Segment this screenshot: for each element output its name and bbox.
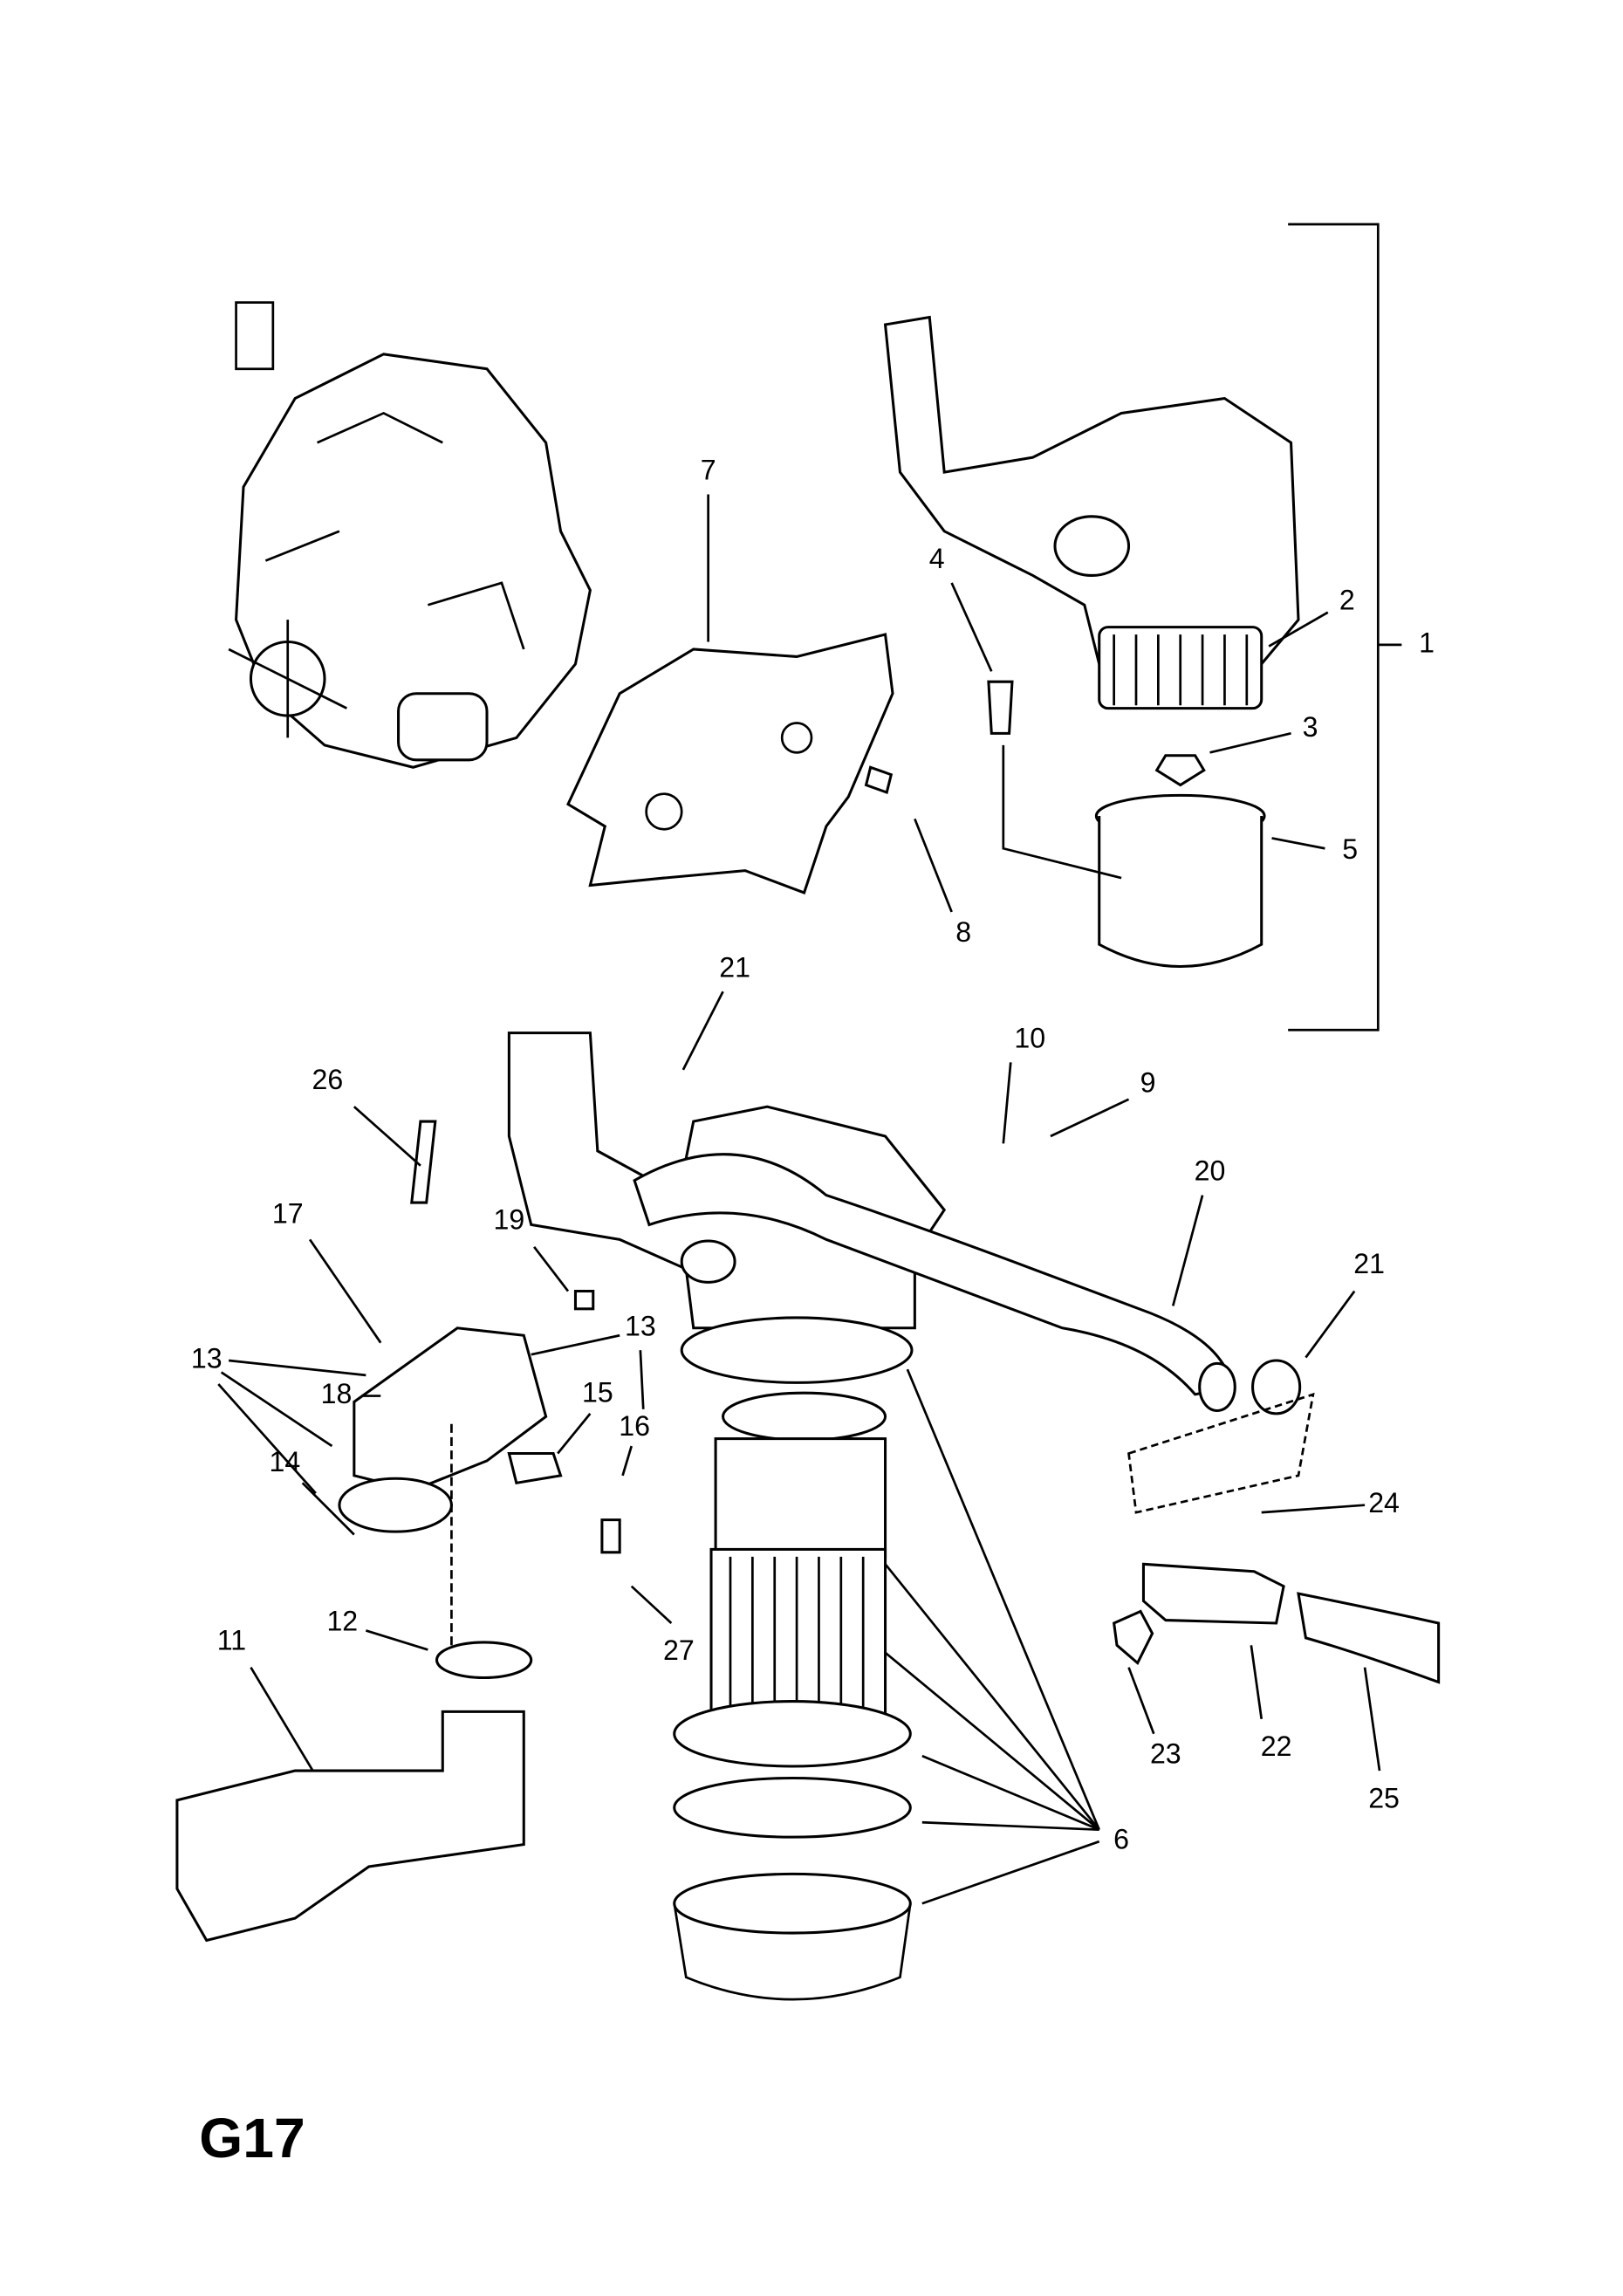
engine-illustration (228, 301, 592, 769)
callout-5: 5 (1342, 833, 1358, 865)
callout-21-top: 21 (719, 951, 750, 983)
callout-25: 25 (1368, 1782, 1400, 1813)
callout-18: 18 (321, 1378, 353, 1409)
callout-23: 23 (1150, 1738, 1181, 1770)
callout-20: 20 (1195, 1155, 1226, 1187)
callout-9: 9 (1140, 1066, 1156, 1098)
callout-labels: 1 2 3 4 5 6 7 8 9 10 11 12 13 13 14 15 1… (191, 455, 1435, 1855)
callout-19: 19 (494, 1204, 525, 1236)
callout-17: 17 (272, 1198, 304, 1230)
air-cleaner-assembly-exploded (507, 1031, 1302, 2001)
callout-4: 4 (929, 543, 945, 574)
callout-27: 27 (663, 1635, 695, 1666)
callout-2: 2 (1339, 584, 1355, 615)
callout-6: 6 (1113, 1824, 1129, 1855)
callout-22: 22 (1261, 1731, 1292, 1762)
callout-11: 11 (217, 1624, 246, 1655)
callout-3: 3 (1303, 711, 1318, 743)
air-cleaner-assembly-top (883, 315, 1300, 968)
callout-24: 24 (1368, 1487, 1400, 1518)
callout-12: 12 (326, 1605, 358, 1636)
callout-13-left: 13 (191, 1342, 223, 1374)
leader-lines (217, 494, 1381, 1905)
assembly-bracket (1288, 223, 1402, 1031)
callout-21-right: 21 (1353, 1248, 1385, 1279)
diagram-code: G17 (199, 2107, 305, 2169)
callout-7: 7 (701, 455, 716, 486)
callout-26: 26 (312, 1064, 344, 1095)
callout-13-right: 13 (625, 1310, 656, 1341)
intake-parts-right (1112, 1392, 1441, 1684)
callout-14: 14 (269, 1446, 300, 1477)
callout-1: 1 (1419, 627, 1435, 658)
callout-15: 15 (582, 1376, 613, 1408)
callout-10: 10 (1014, 1023, 1045, 1054)
callout-8: 8 (955, 916, 971, 948)
callout-16: 16 (619, 1410, 650, 1442)
heat-shield (566, 633, 894, 894)
intake-parts-left (175, 1120, 621, 1943)
